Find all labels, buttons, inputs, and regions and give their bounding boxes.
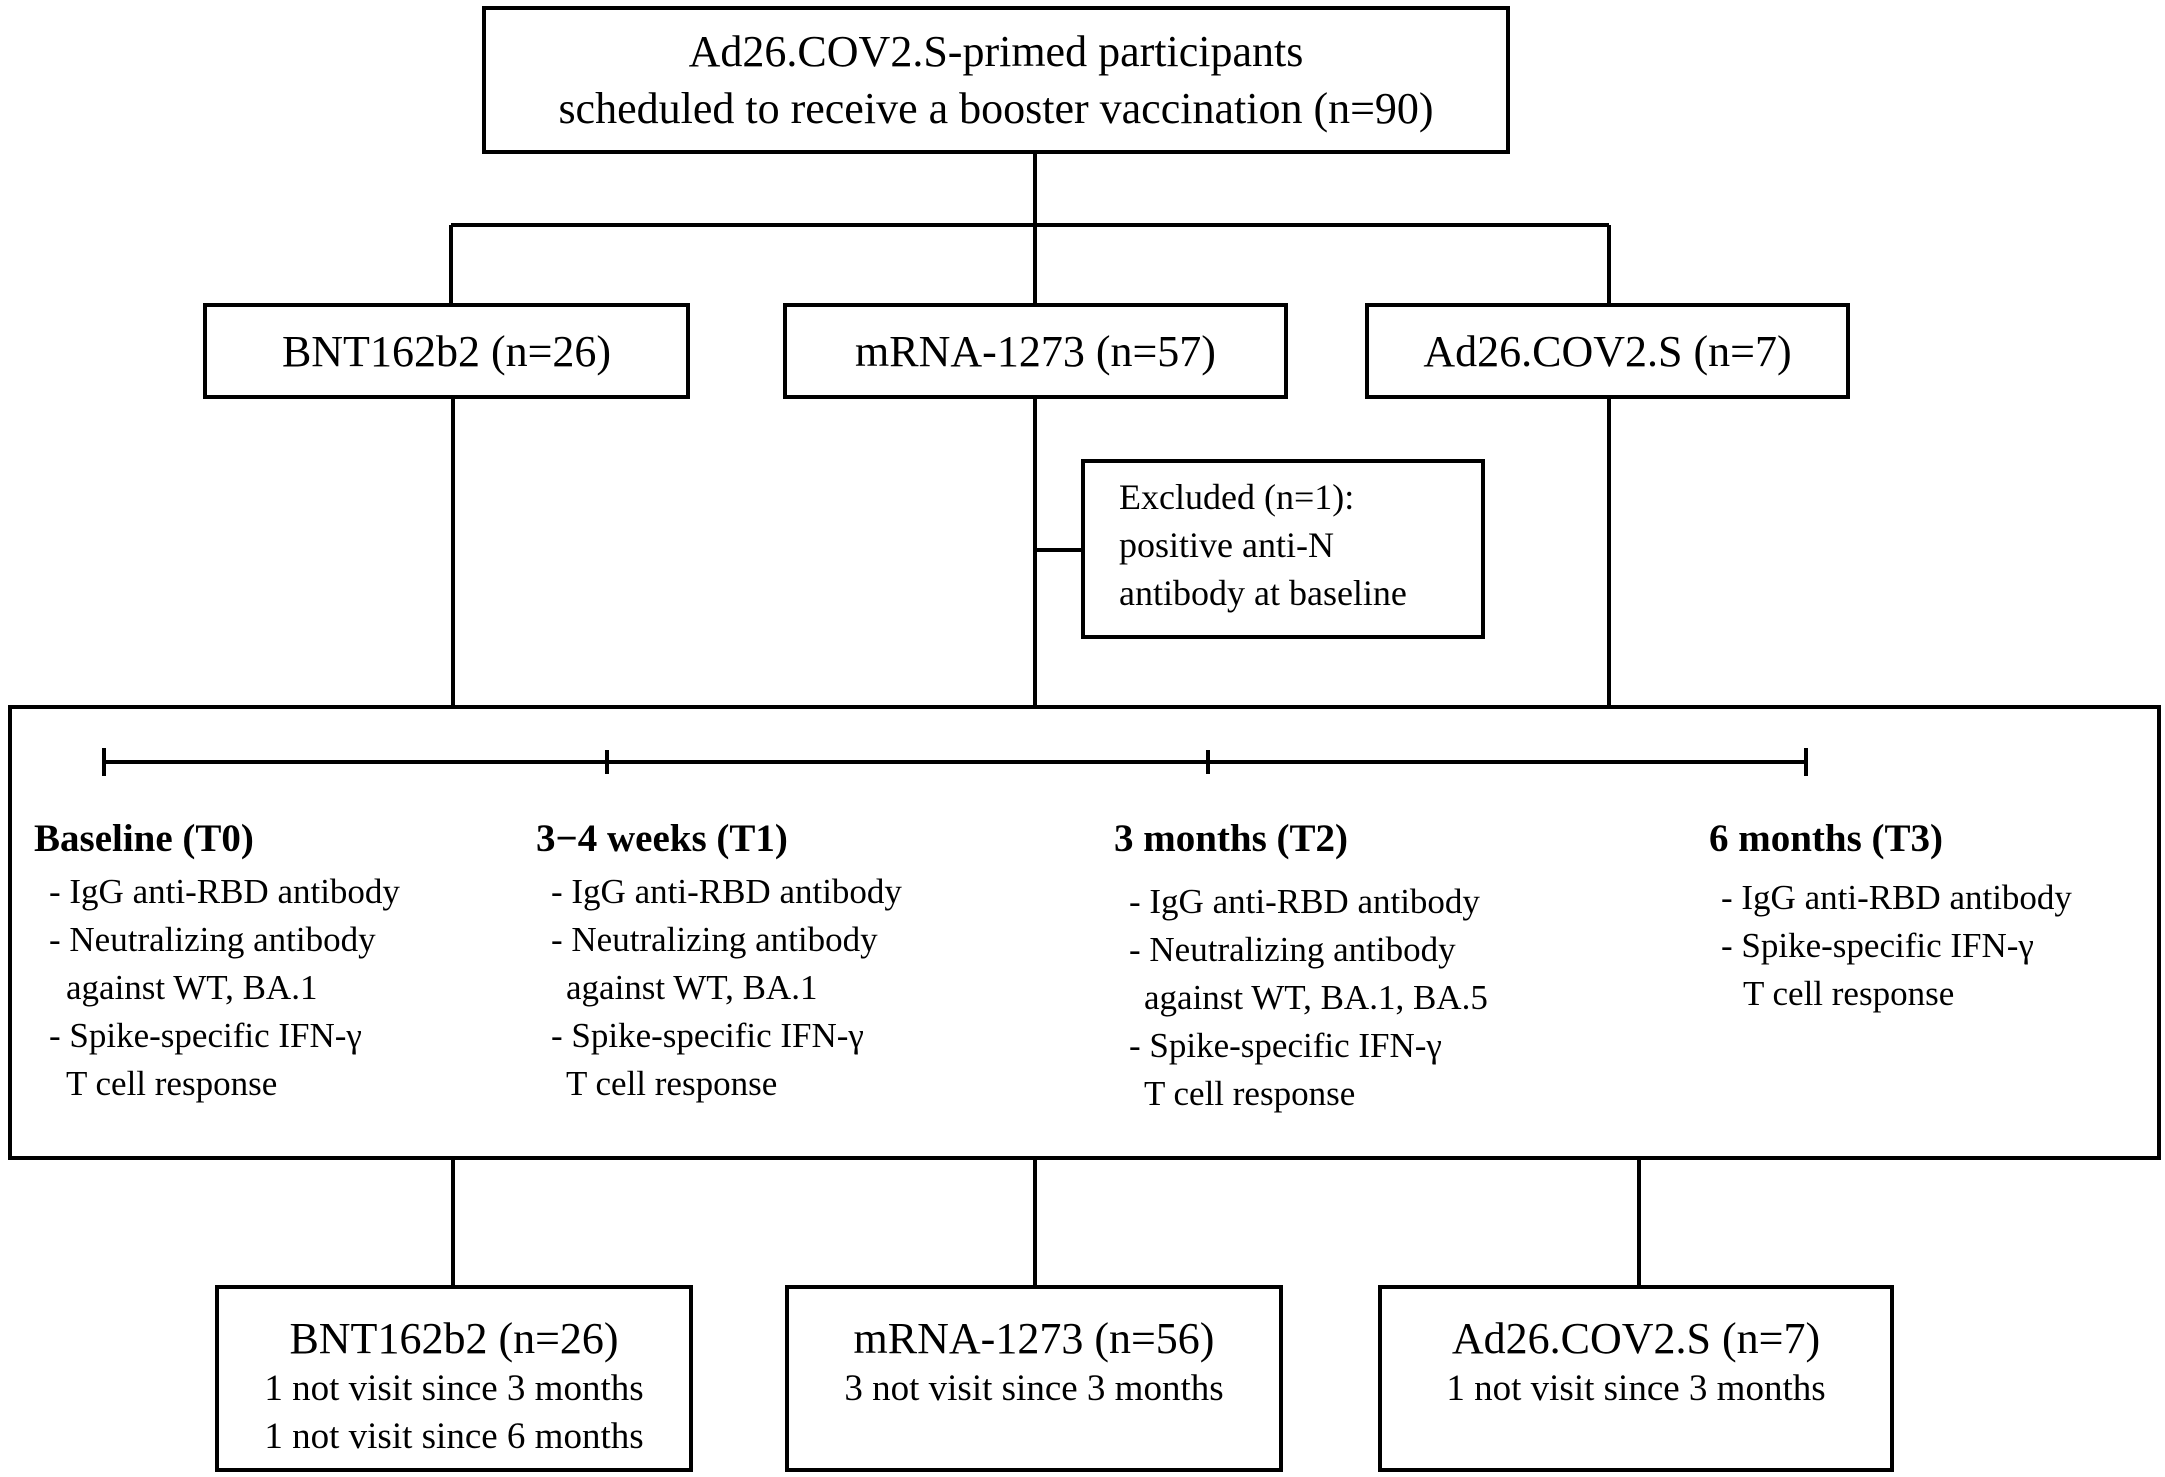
arm-box-bnt162b2: BNT162b2 (n=26) — [203, 303, 690, 399]
timepoint-title: 3 months (T2) — [1114, 817, 1349, 860]
measure-item: - Spike-specific IFN-γ — [1721, 926, 2034, 965]
outcome-title: mRNA-1273 (n=56) — [853, 1314, 1215, 1363]
measure-item: T cell response — [1144, 1074, 1356, 1113]
timepoint-title: Baseline (T0) — [34, 817, 254, 860]
measure-item: - Neutralizing antibody — [551, 920, 878, 959]
measure-item: - Neutralizing antibody — [49, 920, 376, 959]
outcome-box-mrna1273: mRNA-1273 (n=56) 3 not visit since 3 mon… — [785, 1285, 1283, 1472]
measure-item: against WT, BA.1 — [566, 968, 818, 1007]
timeline-box — [8, 705, 2161, 1160]
measure-item: - Spike-specific IFN-γ — [49, 1016, 362, 1055]
arm-label: mRNA-1273 (n=57) — [855, 326, 1216, 376]
arm-box-mrna1273: mRNA-1273 (n=57) — [783, 303, 1288, 399]
measure-item: - Spike-specific IFN-γ — [1129, 1026, 1442, 1065]
measure-item: against WT, BA.1, BA.5 — [1144, 978, 1488, 1017]
measure-item: T cell response — [566, 1064, 778, 1103]
enrollment-line2: scheduled to receive a booster vaccinati… — [558, 84, 1434, 133]
measure-item: - IgG anti-RBD antibody — [1721, 878, 2072, 917]
measure-item: T cell response — [1743, 974, 1955, 1013]
excluded-box: Excluded (n=1): positive anti-N antibody… — [1081, 459, 1485, 639]
timepoint-t2: 3 months (T2) - IgG anti-RBD antibody - … — [1114, 812, 1488, 1118]
timepoint-t1: 3−4 weeks (T1) - IgG anti-RBD antibody -… — [536, 812, 902, 1108]
arm-label: BNT162b2 (n=26) — [281, 326, 612, 376]
timepoint-t3: 6 months (T3) - IgG anti-RBD antibody - … — [1709, 812, 2072, 1018]
outcome-box-bnt162b2: BNT162b2 (n=26) 1 not visit since 3 mont… — [215, 1285, 693, 1472]
outcome-title: Ad26.COV2.S (n=7) — [1451, 1314, 1821, 1363]
outcome-note: 3 not visit since 3 months — [844, 1368, 1224, 1409]
outcome-title: BNT162b2 (n=26) — [289, 1314, 619, 1363]
timepoint-title: 3−4 weeks (T1) — [536, 817, 788, 860]
measure-item: - IgG anti-RBD antibody — [1129, 882, 1480, 921]
excluded-line2: positive anti-N — [1119, 525, 1334, 565]
timepoint-t0: Baseline (T0) - IgG anti-RBD antibody - … — [34, 812, 400, 1108]
arm-box-ad26: Ad26.COV2.S (n=7) — [1365, 303, 1850, 399]
excluded-line1: Excluded (n=1): — [1119, 477, 1355, 517]
measure-item: - IgG anti-RBD antibody — [49, 872, 400, 911]
timepoint-title: 6 months (T3) — [1709, 817, 1944, 860]
measure-item: T cell response — [66, 1064, 278, 1103]
excluded-line3: antibody at baseline — [1119, 573, 1407, 613]
measure-item: - IgG anti-RBD antibody — [551, 872, 902, 911]
enrollment-box: Ad26.COV2.S-primed participants schedule… — [482, 6, 1510, 154]
measure-item: - Neutralizing antibody — [1129, 930, 1456, 969]
arm-label: Ad26.COV2.S (n=7) — [1423, 326, 1792, 376]
outcome-box-ad26: Ad26.COV2.S (n=7) 1 not visit since 3 mo… — [1378, 1285, 1894, 1472]
enrollment-line1: Ad26.COV2.S-primed participants — [688, 27, 1304, 76]
measure-item: - Spike-specific IFN-γ — [551, 1016, 864, 1055]
outcome-note: 1 not visit since 3 months — [1446, 1368, 1826, 1409]
measure-item: against WT, BA.1 — [66, 968, 318, 1007]
outcome-note: 1 not visit since 6 months — [264, 1416, 644, 1457]
outcome-note: 1 not visit since 3 months — [264, 1368, 644, 1409]
